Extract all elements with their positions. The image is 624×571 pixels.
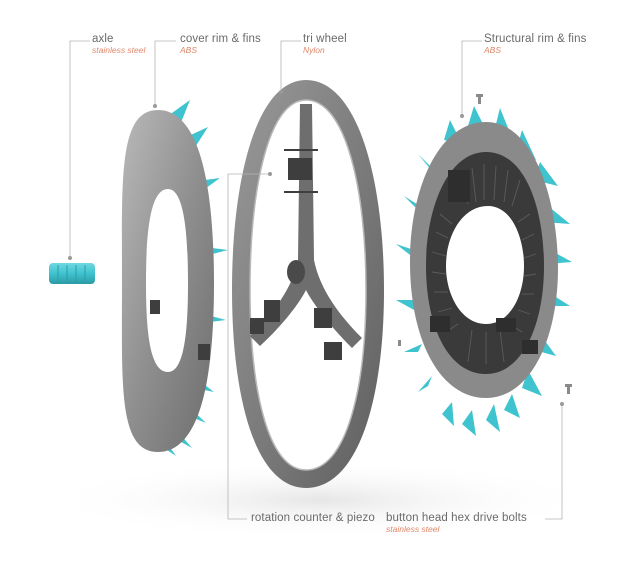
bolt-parts [398,94,572,394]
structural-rim-material: ABS [484,45,502,56]
leader-lines [68,40,564,520]
floor-shadow [40,460,600,540]
structural-rim-label: Structural rim & fins ABS [484,33,586,56]
structural-rim-name: Structural rim & fins [484,33,587,45]
bolts-material: stainless steel [386,524,440,535]
cover-rim-part [121,100,228,456]
tri-wheel-material: Nylon [303,45,325,56]
cover-rim-name: cover rim & fins [180,33,261,45]
tri-wheel-part [232,80,384,488]
axle-name: axle [92,33,114,45]
bolts-name: button head hex drive bolts [386,512,527,524]
rotation-counter-name: rotation counter & piezo [251,512,375,524]
cover-rim-material: ABS [180,45,198,56]
structural-rim-part [396,106,572,436]
tri-wheel-name: tri wheel [303,33,347,45]
axle-label: axle stainless steel [92,33,145,56]
rotation-counter-label: rotation counter & piezo [251,512,375,525]
bolts-label: button head hex drive bolts stainless st… [386,512,527,535]
axle-material: stainless steel [92,45,146,56]
tri-wheel-label: tri wheel Nylon [303,33,347,56]
axle-part [49,263,95,284]
cover-rim-label: cover rim & fins ABS [180,33,261,56]
